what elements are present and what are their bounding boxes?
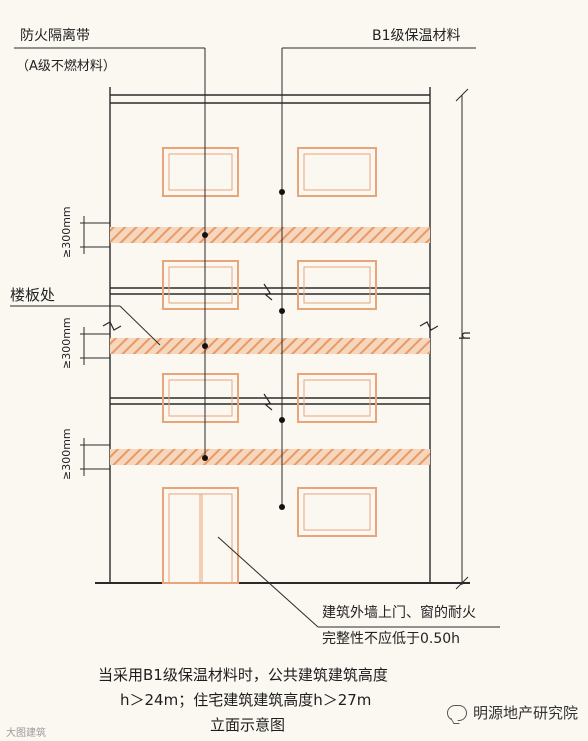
fire-barrier-note: （A级不燃材料） bbox=[16, 58, 116, 74]
caption-line1: 当采用B1级保温材料时，公共建筑建筑高度 bbox=[98, 666, 388, 684]
leader-dots bbox=[202, 189, 285, 510]
brand-name: 明源地产研究院 bbox=[472, 704, 578, 722]
spacing-dimensions bbox=[80, 216, 110, 476]
window bbox=[297, 147, 377, 197]
height-label: h bbox=[458, 331, 474, 340]
leader-lines bbox=[10, 47, 500, 628]
window bbox=[297, 487, 377, 537]
spacing-label: ≥300mm bbox=[60, 428, 73, 480]
window bbox=[297, 260, 377, 310]
floor-slab-label: 楼板处 bbox=[10, 286, 55, 304]
fire-barrier-band bbox=[110, 338, 430, 354]
windows bbox=[162, 147, 377, 537]
window bbox=[162, 147, 239, 197]
door-window-note-line2: 完整性不应低于0.50h bbox=[322, 630, 460, 647]
brand-watermark: 明源地产研究院 bbox=[446, 702, 578, 723]
fire-barrier-band bbox=[110, 449, 430, 465]
spacing-label: ≥300mm bbox=[60, 206, 73, 258]
spacing-label: ≥300mm bbox=[60, 317, 73, 369]
door-window-note-line1: 建筑外墙上门、窗的耐火 bbox=[322, 604, 476, 621]
fire-barrier-band bbox=[110, 227, 430, 243]
window bbox=[297, 373, 377, 423]
entrance-door bbox=[162, 487, 239, 584]
caption-line3: 立面示意图 bbox=[210, 716, 286, 734]
window bbox=[162, 373, 239, 423]
height-dimension bbox=[455, 88, 469, 590]
fire-barrier-label: 防火隔离带 bbox=[20, 27, 90, 44]
window bbox=[162, 260, 239, 310]
break-marks bbox=[102, 283, 439, 411]
caption-line2: h＞24m；住宅建筑建筑高度h＞27m bbox=[120, 691, 372, 709]
fire-barrier-bands bbox=[110, 227, 430, 465]
watermark-left: 大图建筑 bbox=[6, 728, 46, 739]
chat-bubble-icon bbox=[446, 704, 467, 721]
b1-material-label: B1级保温材料 bbox=[372, 28, 461, 44]
